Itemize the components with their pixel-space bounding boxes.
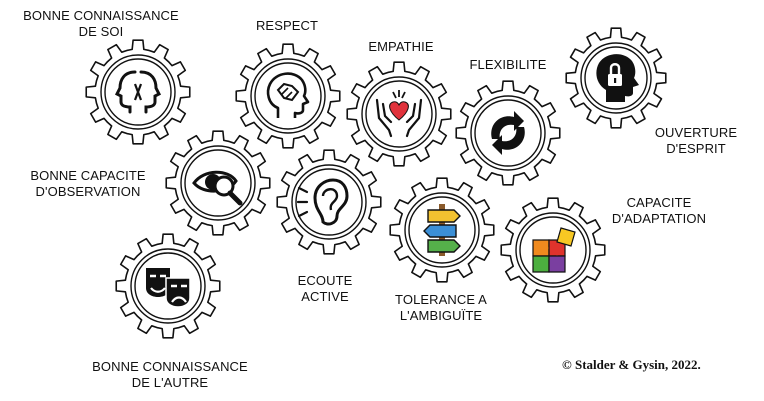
label-soi-line1: BONNE CONNAISSANCE bbox=[23, 8, 179, 23]
label-empathie-line1: EMPATHIE bbox=[368, 39, 434, 54]
label-observation-line2: D'OBSERVATION bbox=[35, 184, 141, 199]
label-soi: BONNE CONNAISSANCE DE SOI bbox=[15, 8, 187, 40]
gear-adaptation bbox=[500, 197, 606, 303]
theatre-masks-icon bbox=[146, 268, 191, 308]
label-soi-line2: DE SOI bbox=[78, 24, 124, 39]
ear-icon bbox=[296, 178, 349, 226]
label-adaptation: CAPACITE D'ADAPTATION bbox=[604, 195, 714, 227]
label-autre-line1: BONNE CONNAISSANCE bbox=[92, 359, 248, 374]
gear-flexibilite bbox=[455, 80, 561, 186]
label-adaptation-line1: CAPACITE bbox=[626, 195, 692, 210]
gear-empathie bbox=[346, 61, 452, 167]
label-ecoute-line2: ACTIVE bbox=[301, 289, 349, 304]
two-faces-profile-icon bbox=[114, 70, 162, 114]
gear-ecoute bbox=[276, 149, 382, 255]
label-ecoute-line1: ECOUTE bbox=[297, 273, 353, 288]
label-tolerance-line2: L'AMBIGUÏTE bbox=[399, 308, 483, 323]
label-ouverture: OUVERTURE D'ESPRIT bbox=[646, 125, 746, 157]
label-respect-line1: RESPECT bbox=[255, 18, 319, 33]
label-ouverture-line1: OUVERTURE bbox=[654, 125, 738, 140]
label-tolerance-line1: TOLERANCE A bbox=[395, 292, 487, 307]
label-observation-line1: BONNE CAPACITE bbox=[30, 168, 146, 183]
eye-magnifier-icon bbox=[192, 170, 243, 206]
gear-respect bbox=[235, 43, 341, 149]
label-autre-line2: DE L'AUTRE bbox=[131, 375, 209, 390]
label-respect: RESPECT bbox=[248, 18, 326, 34]
label-flexibilite-line1: FLEXIBILITE bbox=[469, 57, 547, 72]
head-handshake-icon bbox=[266, 72, 310, 118]
gear-observation bbox=[165, 130, 271, 236]
copyright-credit: © Stalder & Gysin, 2022. bbox=[562, 357, 701, 372]
hands-heart-icon bbox=[375, 90, 423, 138]
label-adaptation-line2: D'ADAPTATION bbox=[611, 211, 707, 226]
gear-ouverture bbox=[565, 27, 667, 129]
label-tolerance: TOLERANCE A L'AMBIGUÏTE bbox=[380, 292, 502, 324]
gear-autre bbox=[115, 233, 221, 339]
label-observation: BONNE CAPACITE D'OBSERVATION bbox=[22, 168, 154, 200]
label-ecoute: ECOUTE ACTIVE bbox=[282, 273, 368, 305]
arrows-cycle-icon bbox=[491, 111, 525, 155]
head-padlock-icon bbox=[596, 54, 639, 102]
label-flexibilite: FLEXIBILITE bbox=[462, 57, 554, 73]
label-empathie: EMPATHIE bbox=[360, 39, 442, 55]
gear-tolerance bbox=[389, 177, 495, 283]
label-autre: BONNE CONNAISSANCE DE L'AUTRE bbox=[78, 359, 262, 391]
label-ouverture-line2: D'ESPRIT bbox=[666, 141, 726, 156]
gear-soi bbox=[85, 39, 191, 145]
puzzle-icon bbox=[532, 227, 576, 273]
signpost-icon bbox=[423, 204, 461, 256]
